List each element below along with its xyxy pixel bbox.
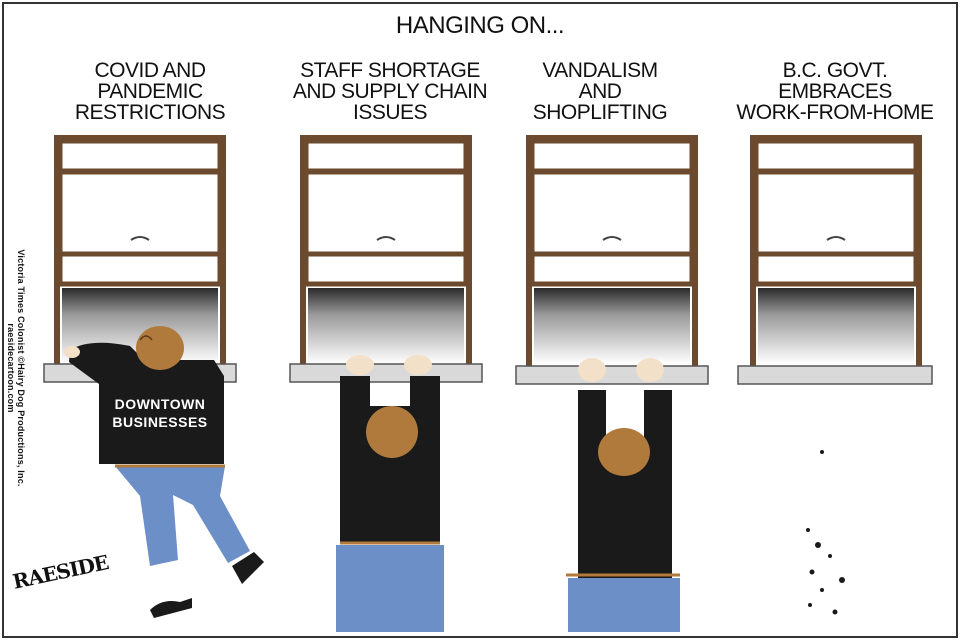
caption-line: PANDEMIC [97, 80, 203, 103]
credit-line: Victoria Times Colonist ©Hairy Dog Produ… [6, 249, 26, 487]
shirt-label: DOWNTOWN BUSINESSES [100, 395, 220, 431]
caption-panel-3: VANDALISM AND SHOPLIFTING [500, 60, 700, 123]
shirt-line: BUSINESSES [112, 414, 208, 431]
caption-line: ISSUES [352, 101, 428, 124]
caption-line: WORK-FROM-HOME [736, 101, 934, 124]
caption-panel-4: B.C. GOVT. EMBRACES WORK-FROM-HOME [730, 60, 940, 123]
caption-line: AND [578, 80, 622, 103]
caption-line: VANDALISM [542, 59, 658, 82]
caption-line: COVID AND [94, 59, 206, 82]
figure-hanging-2 [336, 355, 444, 632]
caption-line: SHOPLIFTING [532, 101, 668, 124]
caption-panel-2: STAFF SHORTAGE AND SUPPLY CHAIN ISSUES [290, 60, 490, 123]
caption-line: RESTRICTIONS [74, 101, 226, 124]
caption-line: B.C. GOVT. [782, 59, 888, 82]
caption-line: EMBRACES [778, 80, 892, 103]
cartoon-title: HANGING ON... [395, 12, 565, 39]
caption-line: STAFF SHORTAGE [300, 59, 480, 82]
figure-hanging-3 [566, 358, 680, 632]
shirt-line: DOWNTOWN [114, 396, 206, 412]
window-3 [515, 135, 709, 385]
figure-downtown-businesses [64, 326, 264, 618]
window-2 [289, 135, 483, 383]
window-4 [737, 135, 933, 385]
caption-panel-1: COVID AND PANDEMIC RESTRICTIONS [50, 60, 250, 123]
caption-line: AND SUPPLY CHAIN [292, 80, 488, 103]
falling-debris [806, 450, 845, 615]
